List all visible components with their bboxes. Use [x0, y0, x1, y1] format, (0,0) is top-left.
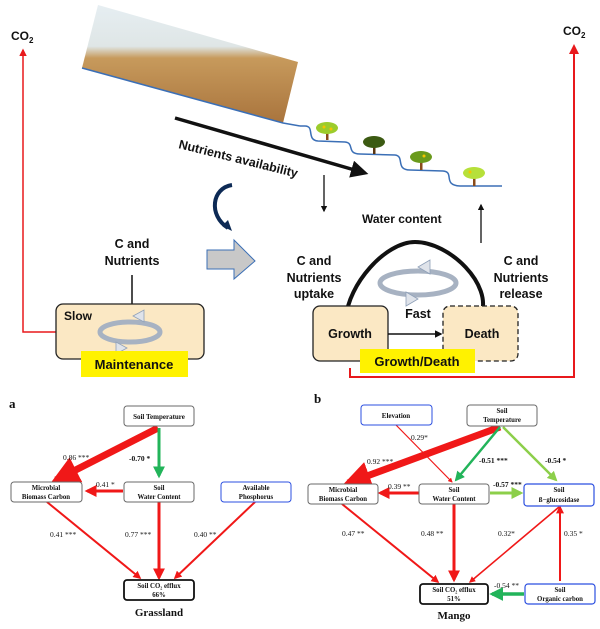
tree-icon — [363, 136, 385, 154]
maintenance-badge — [81, 351, 188, 377]
coef-label: -0.54 * — [545, 456, 566, 465]
coef-label: 0.48 ** — [421, 529, 444, 538]
tree-icon — [316, 122, 338, 140]
path-mbc-to-efflux — [46, 501, 142, 580]
coef-label: 0.77 *** — [125, 530, 152, 539]
fast-label: Fast — [405, 307, 432, 321]
coef-label: -0.51 *** — [479, 456, 508, 465]
panel-b-letter: b — [314, 391, 321, 406]
growth-label: Growth — [328, 327, 372, 341]
water-content-label: Water content — [362, 212, 442, 226]
coef-label: 0.35 * — [564, 529, 583, 538]
slope-line — [300, 125, 502, 187]
node-soil-temperature: Soil Temperature — [123, 405, 195, 427]
path-temp-to-swc — [454, 426, 501, 482]
panel-a-title: Grassland — [135, 607, 183, 619]
nutrients-availability-arrow — [174, 116, 369, 178]
maintenance-label: Maintenance — [95, 357, 174, 372]
panel-a-grassland: a 0.86 *** -0.70 * 0.41 * 0.41 *** 0.77 … — [9, 396, 292, 619]
co2-flux-line-left — [19, 48, 56, 333]
tree-icon — [410, 151, 432, 170]
death-box — [442, 305, 519, 362]
coef-label: -0.70 * — [129, 454, 150, 463]
panel-b-title: Mango — [438, 610, 472, 622]
nutrients-availability-label: Nutrients availability — [177, 137, 299, 180]
co2-label-left: CO2 — [11, 29, 34, 45]
coef-label: -0.57 *** — [493, 480, 522, 489]
coef-label: 0.47 ** — [342, 529, 365, 538]
growth-death-badge — [360, 349, 475, 373]
coef-label: 0.86 *** — [63, 453, 90, 462]
cycle-icon — [97, 309, 163, 355]
coef-label: -0.54 ** — [494, 581, 519, 590]
svg-text:Soil Temperature: Soil Temperature — [133, 413, 185, 421]
panel-b-mango: b 0.29* 0.92 *** -0.51 *** -0.54 * 0.39 … — [307, 391, 596, 622]
path-bglu-to-efflux — [469, 506, 560, 583]
path-ap-to-efflux — [173, 501, 256, 580]
path-temp-to-bglu — [502, 426, 558, 482]
co2-label-right: CO2 — [563, 24, 586, 40]
conceptual-diagram: CO2 CO2 Nutrients availability Water con… — [11, 5, 586, 378]
path-mbc-to-efflux — [341, 503, 440, 584]
svg-text:Elevation: Elevation — [382, 412, 410, 420]
coef-label: 0.29* — [411, 433, 428, 442]
curved-arrow-icon — [212, 183, 233, 230]
node-elevation: Elevation — [360, 404, 433, 426]
death-label: Death — [465, 327, 500, 341]
slow-label: Slow — [64, 309, 93, 323]
coef-label: 0.40 ** — [194, 530, 217, 539]
coef-label: 0.39 ** — [388, 482, 411, 491]
nutrient-loop-arrow — [344, 239, 485, 319]
growth-death-label: Growth/Death — [374, 354, 459, 369]
fast-cycle-icon — [377, 259, 459, 307]
coef-label: 0.41 * — [96, 480, 115, 489]
coef-label: 0.41 *** — [50, 530, 77, 539]
path-temp-to-mbc — [51, 424, 160, 484]
co2-flux-line-right — [349, 44, 579, 378]
transition-arrow-icon — [206, 238, 256, 281]
tree-icon — [463, 167, 485, 186]
path-temp-to-mbc — [342, 423, 502, 489]
grassland-photo — [81, 5, 301, 127]
panel-a-letter: a — [9, 396, 16, 411]
coef-label: 0.32* — [498, 529, 515, 538]
coef-label: 0.92 *** — [367, 457, 394, 466]
